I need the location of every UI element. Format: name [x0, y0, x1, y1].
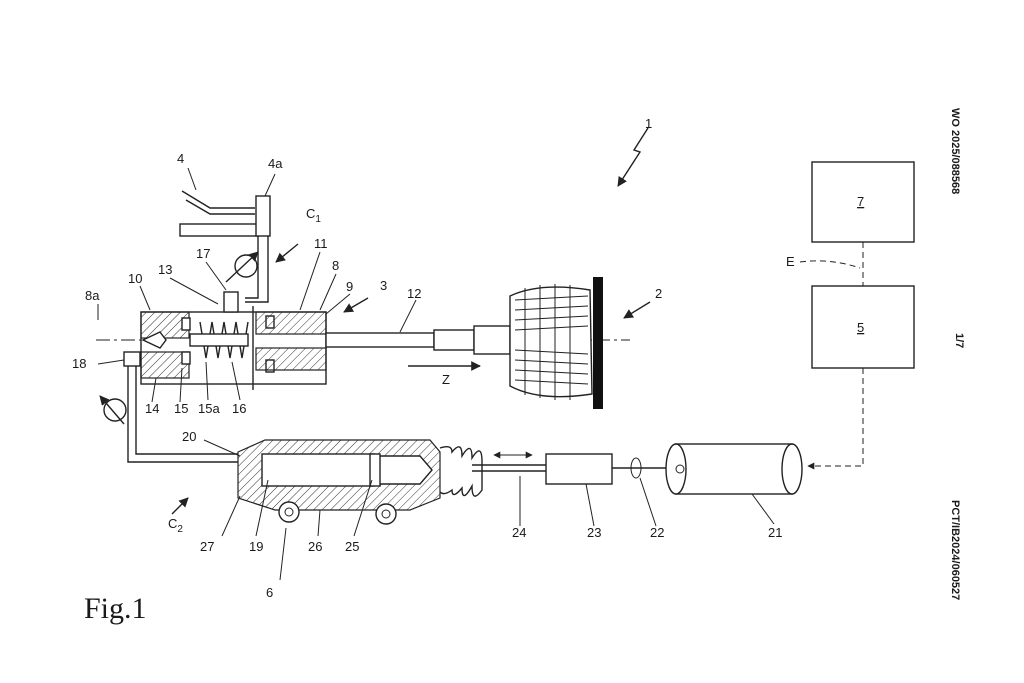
label-24: 24 — [512, 525, 526, 540]
label-8: 8 — [332, 258, 339, 273]
clutch-pack — [510, 277, 603, 409]
label-15: 15 — [174, 401, 188, 416]
arrow-2 — [624, 302, 650, 318]
rod-12 — [326, 330, 474, 350]
figure-caption: Fig.1 — [84, 592, 147, 625]
rotation-symbol-upper — [226, 252, 258, 282]
label-e: E — [786, 254, 795, 269]
label-2: 2 — [655, 286, 662, 301]
label-20: 20 — [182, 429, 196, 444]
label-21: 21 — [768, 525, 782, 540]
label-18: 18 — [72, 356, 86, 371]
actuator-cylinder — [141, 292, 326, 390]
master-cylinder-6 — [238, 440, 482, 524]
c2-arrow — [172, 498, 188, 514]
label-c2: C2 — [168, 516, 183, 535]
label-5: 5 — [857, 320, 864, 335]
label-10: 10 — [128, 271, 142, 286]
label-12: 12 — [407, 286, 421, 301]
label-16: 16 — [232, 401, 246, 416]
arrow-3 — [344, 298, 368, 312]
label-8a: 8a — [85, 288, 100, 303]
clutch-plate — [593, 277, 603, 409]
label-1: 1 — [645, 116, 652, 131]
label-4a: 4a — [268, 156, 283, 171]
coupling-shaft — [474, 326, 510, 354]
label-3: 3 — [380, 278, 387, 293]
label-9: 9 — [346, 279, 353, 294]
label-13: 13 — [158, 262, 172, 277]
application-number: PCT/IB2024/060527 — [949, 500, 961, 600]
label-26: 26 — [308, 539, 322, 554]
label-z: Z — [442, 372, 450, 387]
rotation-symbol-lower — [100, 396, 126, 424]
motor-21 — [666, 444, 802, 494]
port-18 — [124, 352, 140, 366]
label-15a: 15a — [198, 401, 220, 416]
label-14: 14 — [145, 401, 159, 416]
arrow-1 — [618, 128, 648, 186]
label-c1: C1 — [306, 206, 321, 225]
control-line-to-motor — [808, 368, 863, 466]
c1-arrow — [276, 244, 298, 262]
sheet-number: 1/7 — [953, 333, 965, 348]
publication-number: WO 2025/088568 — [949, 108, 961, 194]
label-19: 19 — [249, 539, 263, 554]
label-25: 25 — [345, 539, 359, 554]
label-7: 7 — [857, 194, 864, 209]
label-27: 27 — [200, 539, 214, 554]
label-4: 4 — [177, 151, 184, 166]
label-6: 6 — [266, 585, 273, 600]
label-23: 23 — [587, 525, 601, 540]
label-22: 22 — [650, 525, 664, 540]
block-23 — [546, 454, 612, 484]
lever-4 — [180, 191, 270, 302]
label-17: 17 — [196, 246, 210, 261]
label-11: 11 — [314, 236, 328, 251]
